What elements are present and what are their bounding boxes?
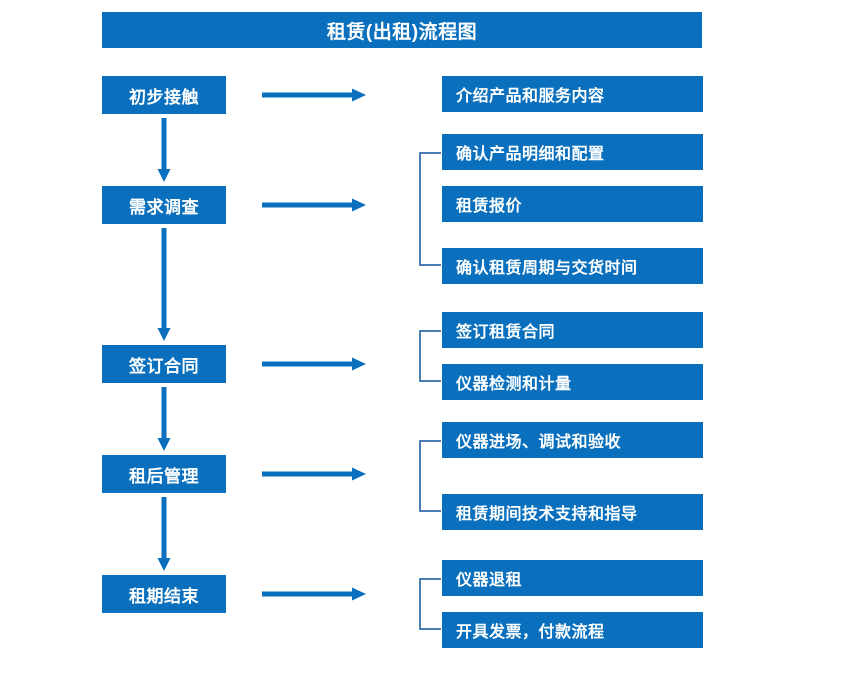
group-needs-survey-bracket [419, 152, 441, 266]
flowchart-title: 租赁(出租)流程图 [102, 12, 702, 48]
group-sign-contract-bracket [419, 330, 441, 382]
detail-box-3-1[interactable]: 签订租赁合同 [442, 312, 703, 348]
group-post-rental-bracket [419, 440, 441, 512]
detail-box-2-1[interactable]: 确认产品明细和配置 [442, 134, 703, 170]
stage-box-label: 签订合同 [129, 356, 199, 376]
stage-box-2[interactable]: 需求调查 [102, 186, 226, 224]
detail-box-label: 仪器检测和计量 [456, 376, 572, 393]
arrow-stage-4-icon [262, 466, 366, 482]
detail-box-3-2[interactable]: 仪器检测和计量 [442, 364, 703, 400]
detail-box-label: 仪器进场、调试和验收 [456, 434, 622, 451]
detail-box-label: 仪器退租 [456, 572, 523, 589]
arrow-stage-1-icon [262, 87, 366, 103]
stage-box-5[interactable]: 租期结束 [102, 575, 226, 613]
stage-box-label: 租期结束 [129, 586, 199, 606]
detail-box-1-1[interactable]: 介绍产品和服务内容 [442, 76, 703, 112]
arrow-stage-3-icon [262, 356, 366, 372]
detail-box-2-2[interactable]: 租赁报价 [442, 186, 703, 222]
stage-box-1[interactable]: 初步接触 [102, 76, 226, 114]
arrow-down-3-4-icon [156, 387, 172, 451]
detail-box-4-1[interactable]: 仪器进场、调试和验收 [442, 422, 703, 458]
detail-box-label: 介绍产品和服务内容 [456, 88, 605, 105]
arrow-down-2-3-icon [156, 228, 172, 341]
group-lease-end-bracket [419, 578, 441, 630]
detail-box-5-1[interactable]: 仪器退租 [442, 560, 703, 596]
detail-box-label: 确认租赁周期与交货时间 [456, 260, 638, 277]
arrow-down-4-5-icon [156, 497, 172, 571]
stage-box-label: 租后管理 [129, 466, 199, 486]
detail-box-label: 签订租赁合同 [456, 324, 556, 341]
detail-box-5-2[interactable]: 开具发票，付款流程 [442, 612, 703, 648]
stage-box-label: 需求调查 [129, 197, 199, 217]
stage-box-4[interactable]: 租后管理 [102, 455, 226, 493]
stage-box-label: 初步接触 [129, 87, 199, 107]
detail-box-4-2[interactable]: 租赁期间技术支持和指导 [442, 494, 703, 530]
detail-box-label: 开具发票，付款流程 [456, 624, 605, 641]
detail-box-label: 租赁报价 [456, 198, 523, 215]
detail-box-2-3[interactable]: 确认租赁周期与交货时间 [442, 248, 703, 284]
detail-box-label: 确认产品明细和配置 [456, 146, 605, 163]
arrow-stage-5-icon [262, 586, 366, 602]
stage-box-3[interactable]: 签订合同 [102, 345, 226, 383]
arrow-down-1-2-icon [156, 118, 172, 182]
arrow-stage-2-icon [262, 197, 366, 213]
detail-box-label: 租赁期间技术支持和指导 [456, 506, 638, 523]
